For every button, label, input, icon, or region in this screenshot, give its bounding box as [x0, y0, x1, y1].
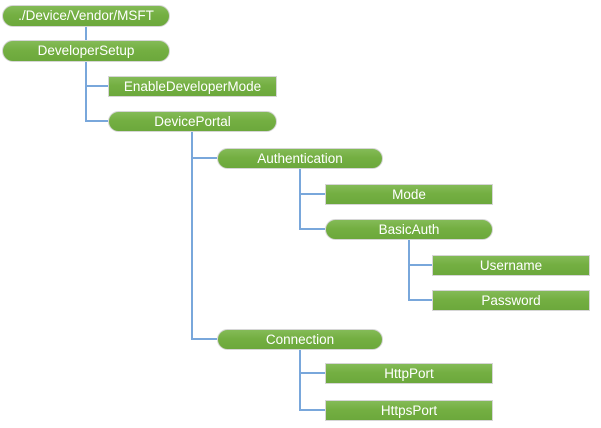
connector-developersetup-trunk-vertical	[85, 62, 87, 122]
connector-deviceportal-trunk-vertical	[191, 132, 193, 340]
connector-elbow-deviceportal	[85, 120, 108, 122]
tree-node-httpport: HttpPort	[325, 363, 493, 384]
connector-elbow-mode	[299, 193, 325, 195]
tree-node-msft: ./Device/Vendor/MSFT	[2, 5, 170, 27]
connector-elbow-httpport	[299, 372, 325, 374]
tree-node-developersetup: DeveloperSetup	[2, 40, 170, 62]
connector-elbow-connection	[191, 338, 217, 340]
connector-elbow-authentication	[191, 157, 217, 159]
connector-authentication-trunk-vertical	[299, 169, 301, 230]
tree-node-basicauth: BasicAuth	[325, 219, 493, 240]
tree-node-mode: Mode	[325, 184, 493, 205]
connector-elbow-basicauth	[299, 228, 325, 230]
tree-node-authentication: Authentication	[217, 148, 383, 169]
tree-node-connection: Connection	[217, 329, 383, 350]
connector-elbow-enabledevelopermode	[85, 85, 108, 87]
connector-basicauth-trunk-vertical	[408, 240, 410, 301]
tree-node-password: Password	[432, 290, 590, 311]
tree-node-deviceportal: DevicePortal	[108, 111, 277, 132]
tree-node-httpsport: HttpsPort	[325, 400, 493, 421]
connector-elbow-password	[408, 299, 432, 301]
connector-elbow-username	[408, 264, 432, 266]
connector-elbow-httpsport	[299, 409, 325, 411]
tree-node-enabledevelopermode: EnableDeveloperMode	[108, 76, 277, 97]
connector-msft-developersetup-vertical	[85, 27, 87, 40]
connector-connection-trunk-vertical	[299, 350, 301, 411]
tree-node-username: Username	[432, 255, 590, 276]
